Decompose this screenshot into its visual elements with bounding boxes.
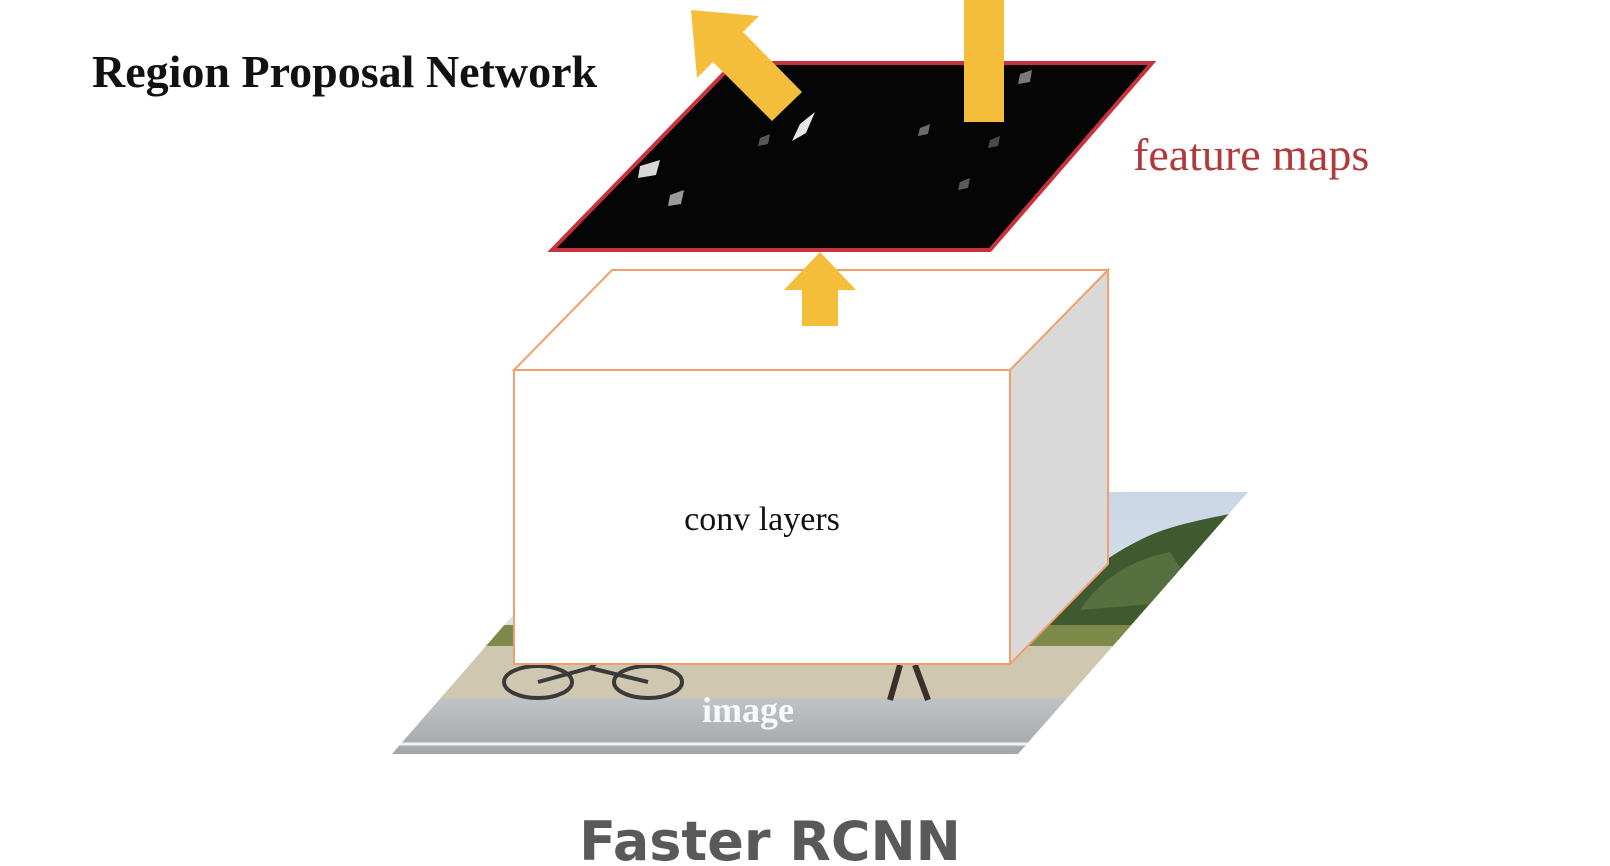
- conv-layers-label: conv layers: [684, 501, 840, 538]
- diagram-caption: Faster RCNN: [579, 810, 961, 866]
- conv-box-front-face: [513, 369, 1011, 665]
- up-arrow-shaft-icon: [964, 0, 1004, 122]
- image-label: image: [702, 690, 794, 730]
- feature-maps-plane: [547, 61, 1157, 252]
- conv-layers-box: conv layers: [511, 267, 1111, 667]
- rpn-diagonal-arrow-icon: [691, 10, 802, 121]
- feature-maps-label: feature maps: [1133, 129, 1369, 180]
- conv-to-feature-arrow-icon: [784, 252, 856, 326]
- rpn-label: Region Proposal Network: [92, 46, 598, 97]
